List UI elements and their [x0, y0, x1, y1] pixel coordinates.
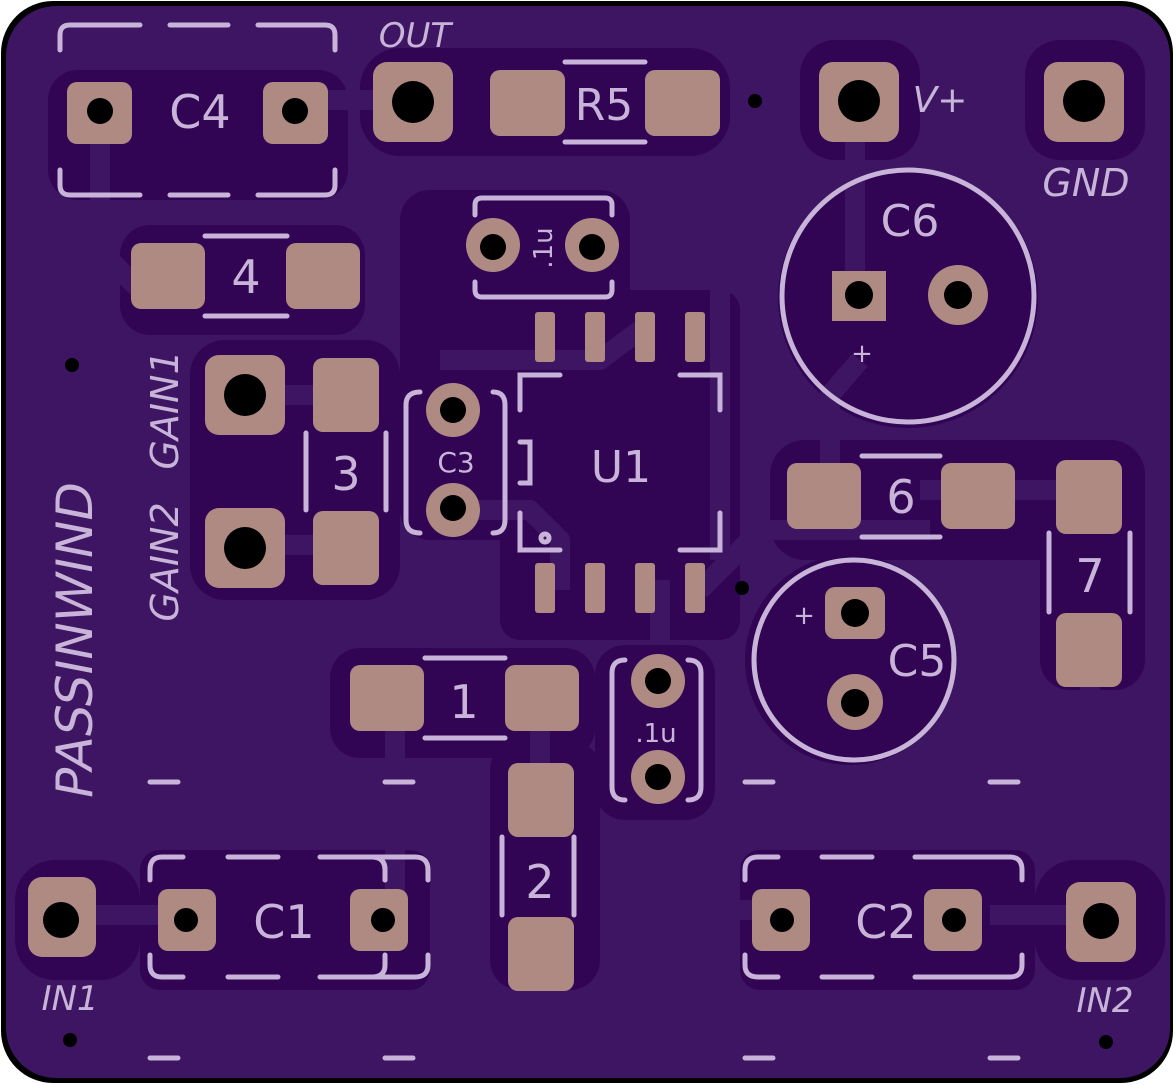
label-out: OUT: [379, 16, 454, 56]
pad-u1-8: [685, 563, 705, 613]
label-u1: U1: [591, 442, 651, 493]
c6-outline: [779, 167, 1037, 425]
r6-outline: [859, 453, 943, 540]
label-c4: C4: [169, 85, 230, 139]
label-gain1: GAIN1: [143, 350, 187, 469]
label-r3: 3: [331, 447, 360, 501]
pad-r3-2: [313, 511, 379, 585]
c1-outline-right: [369, 854, 431, 980]
r1-outline: [422, 655, 508, 741]
pad-r4-1: [131, 243, 205, 309]
pad-u1-5: [535, 563, 555, 613]
label-vplus: V+: [913, 80, 968, 121]
label-c2: C2: [855, 895, 916, 949]
label-c6: C6: [881, 196, 940, 247]
pad-u1-3: [635, 312, 655, 362]
r3-outline: [303, 430, 389, 513]
label-in1: IN1: [41, 979, 98, 1019]
c3-outline: [403, 389, 508, 536]
designators: C4 R5 4 C6 + 3 C3 U1 6 7 + C5 1 .1u 2 C1…: [169, 80, 1104, 949]
r2-outline: [499, 834, 577, 918]
alignment-marks: [147, 779, 1021, 1061]
label-r4: 4: [231, 250, 260, 304]
pad-r1-1: [350, 665, 424, 731]
label-cap-bottom: .1u: [635, 719, 676, 749]
r4-outline: [202, 233, 290, 319]
pad-r3-1: [313, 358, 379, 432]
pad-r5-1: [490, 70, 565, 136]
u1-pin1-marker: [538, 531, 552, 545]
pad-u1-6: [585, 563, 605, 613]
pad-r2-1: [508, 763, 574, 837]
label-c6-plus: +: [851, 339, 873, 369]
label-cap-top: .1u: [529, 227, 559, 268]
c2-outline: [742, 854, 1025, 980]
silkscreen-outlines: [57, 22, 1133, 1061]
label-gain2: GAIN2: [143, 502, 187, 621]
pad-r2-2: [508, 917, 574, 991]
drill-holes: [43, 80, 1119, 1049]
pad-u1-2: [585, 312, 605, 362]
label-r1: 1: [449, 675, 478, 729]
c4-outline: [57, 22, 338, 198]
u1-outline: [517, 372, 723, 553]
label-c1: C1: [253, 895, 314, 949]
pad-u1-1: [535, 312, 555, 362]
via: [735, 581, 749, 595]
pad-r7-1: [1056, 460, 1122, 534]
pad-r6-2: [941, 463, 1015, 529]
label-c3: C3: [437, 446, 474, 479]
c5-outline: [751, 557, 957, 763]
pads: [28, 62, 1136, 991]
r5-outline: [562, 59, 648, 145]
via: [748, 94, 762, 108]
pad-u1-7: [635, 563, 655, 613]
pad-r7-2: [1056, 613, 1122, 687]
pad-r4-2: [286, 243, 360, 309]
label-brand: PASSINWIND: [46, 482, 104, 798]
label-in2: IN2: [1076, 981, 1133, 1021]
label-r6: 6: [886, 470, 915, 524]
label-r5: R5: [575, 80, 634, 131]
label-r2: 2: [525, 855, 554, 909]
cap-bottom-outline: [609, 657, 704, 803]
net-labels: OUT V+ GND IN1 IN2 GAIN1 GAIN2 PASSINWIN…: [41, 16, 1133, 1021]
label-c5-plus: +: [793, 601, 815, 631]
label-c5: C5: [888, 636, 947, 687]
via: [63, 1033, 77, 1047]
via: [1099, 1035, 1113, 1049]
cap-top-outline: [472, 195, 615, 300]
r7-outline: [1046, 530, 1133, 615]
via: [65, 358, 79, 372]
pad-r6-1: [787, 463, 861, 529]
pad-u1-4: [685, 312, 705, 362]
label-gnd: GND: [1042, 161, 1129, 205]
pad-r1-2: [505, 665, 579, 731]
label-r7: 7: [1075, 549, 1104, 603]
pad-r5-2: [645, 70, 720, 136]
